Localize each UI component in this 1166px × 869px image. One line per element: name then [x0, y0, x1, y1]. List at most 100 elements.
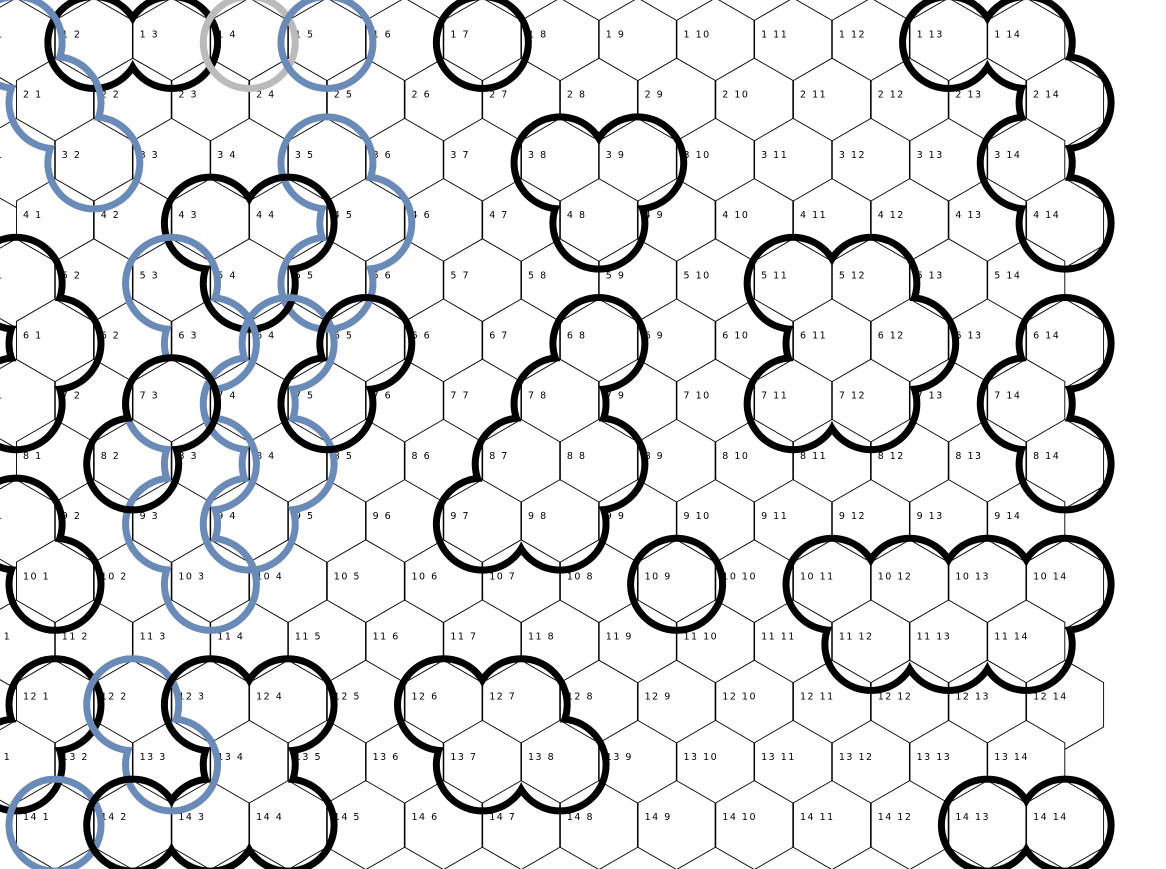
hex-cell-label: 11 7	[450, 632, 477, 643]
region-blue-5	[199, 294, 338, 574]
hex-cell-label: 4 9	[645, 210, 665, 221]
hex-cell-14-9: 14 9	[637, 780, 716, 869]
hex-cell-label: 12 9	[645, 692, 672, 703]
hex-cell-label: 11 9	[606, 632, 633, 643]
region-black-11	[83, 354, 222, 514]
hex-cell-label: 2 9	[645, 90, 665, 101]
hex-cell-label: 8 12	[878, 451, 905, 462]
region-cell-outline	[899, 595, 999, 694]
hex-cell-label: 3 4	[217, 150, 237, 161]
hex-cell-label: 7 6	[373, 391, 393, 402]
hex-cell-label: 4 7	[489, 210, 509, 221]
region-cell-outline	[510, 715, 610, 815]
hex-cell-label: 2 10	[722, 90, 749, 101]
region-outlines	[0, 0, 1115, 869]
region-cell-outline	[5, 534, 105, 634]
region-cell-outline	[627, 534, 727, 634]
hex-cell-label: 12 5	[334, 692, 361, 703]
hex-cell-label: 2 3	[178, 90, 198, 101]
hex-cell-label: 1 10	[684, 30, 711, 41]
hex-shape	[715, 780, 794, 869]
region-cell-outline	[44, 113, 144, 213]
hex-cell-label: 2 8	[567, 90, 587, 101]
hex-cell-label: 6 2	[101, 331, 121, 342]
region-cell-outline	[277, 354, 377, 454]
hex-shape	[793, 780, 871, 869]
hex-cell-label: 5 7	[450, 270, 470, 281]
region-cell-outline	[5, 775, 105, 869]
region-cell-outline	[821, 354, 921, 454]
hex-cell-label: 4 12	[878, 210, 905, 221]
region-cell-outline	[432, 0, 532, 92]
region-cell-outline	[83, 775, 183, 869]
region-black-14	[782, 534, 1115, 694]
hex-cell-label: 10 10	[722, 571, 757, 582]
hex-cell-label: 8 9	[645, 451, 665, 462]
hex-cell-label: 12 13	[955, 692, 990, 703]
region-black-7	[743, 233, 960, 454]
hex-cell-label: 5 6	[373, 270, 393, 281]
region-cell-outline	[160, 775, 260, 869]
region-cell-outline	[432, 474, 532, 574]
hex-cell-label: 11 4	[217, 632, 244, 643]
region-cell-outline	[432, 715, 532, 815]
hex-cell-label: 14 10	[722, 812, 757, 823]
hex-cell-label: 12 11	[800, 692, 835, 703]
region-black-18	[937, 775, 1115, 869]
hex-cell-label: 14 6	[412, 812, 439, 823]
hex-cell-label: 9 10	[684, 511, 711, 522]
region-cell-outline	[0, 354, 66, 454]
hex-cell-label: 2 13	[955, 90, 982, 101]
hex-cell-14-11: 14 11	[793, 780, 871, 869]
hex-cell-label: 7 2	[62, 391, 82, 402]
region-cell-outline	[549, 173, 649, 273]
region-cell-outline	[1015, 775, 1115, 869]
hex-cell-label: 14 8	[567, 812, 594, 823]
hex-cell-label: 9 5	[295, 511, 315, 522]
hex-cell-label: 1 12	[839, 30, 866, 41]
hex-cell-label: 5 8	[528, 270, 548, 281]
hex-cell-label: 5 10	[684, 270, 711, 281]
hex-cell-label: 4 6	[412, 210, 432, 221]
region-cell-outline	[510, 474, 610, 574]
hex-cell-label: 11 2	[62, 632, 89, 643]
region-cell-outline	[976, 595, 1076, 694]
region-cell-outline	[821, 595, 921, 694]
hex-cell-label: 2 7	[489, 90, 509, 101]
region-black-2	[432, 0, 532, 92]
hex-cell-label: 11 10	[684, 632, 719, 643]
region-cell-outline	[743, 354, 843, 454]
hex-cell-label: 6 7	[489, 331, 509, 342]
region-black-17	[394, 655, 610, 815]
hex-cell-label: 1 8	[528, 30, 548, 41]
hex-cell-label: 10 5	[334, 571, 361, 582]
hex-cell-label: 13 2	[62, 752, 89, 763]
hex-cell-label: 13 9	[606, 752, 633, 763]
hex-cell-label: 7 7	[450, 391, 470, 402]
hex-cell-label: 14 9	[645, 812, 672, 823]
hex-cell-label: 4 13	[955, 210, 982, 221]
region-cell-outline	[199, 0, 299, 92]
region-blue-1	[0, 0, 144, 213]
hex-cell-label: 10 6	[412, 571, 439, 582]
hex-cell-label: 14 12	[878, 812, 913, 823]
hex-cell-label: 4 11	[800, 210, 827, 221]
hex-cell-label: 12 8	[567, 692, 594, 703]
hex-cell-label: 14 5	[334, 812, 361, 823]
hex-cell-label: 7 10	[684, 391, 711, 402]
hex-cell-label: 6 13	[955, 331, 982, 342]
hex-cell-label: 8 13	[955, 451, 982, 462]
hex-cell-label: 1 6	[373, 30, 393, 41]
hex-cell-label: 14 11	[800, 812, 835, 823]
hex-shape	[637, 780, 716, 869]
hex-cell-label: 5 14	[994, 270, 1021, 281]
region-cell-outline	[83, 414, 183, 514]
hex-cell-label: 14 7	[489, 812, 516, 823]
hex-cell-label: 3 7	[450, 150, 470, 161]
hex-cell-label: 3 3	[140, 150, 160, 161]
hex-cell-label: 9 9	[606, 511, 626, 522]
hex-cell-label: 12 14	[1033, 692, 1068, 703]
hex-cell-label: 1 11	[761, 30, 788, 41]
hex-cell-label: 2 2	[101, 90, 121, 101]
